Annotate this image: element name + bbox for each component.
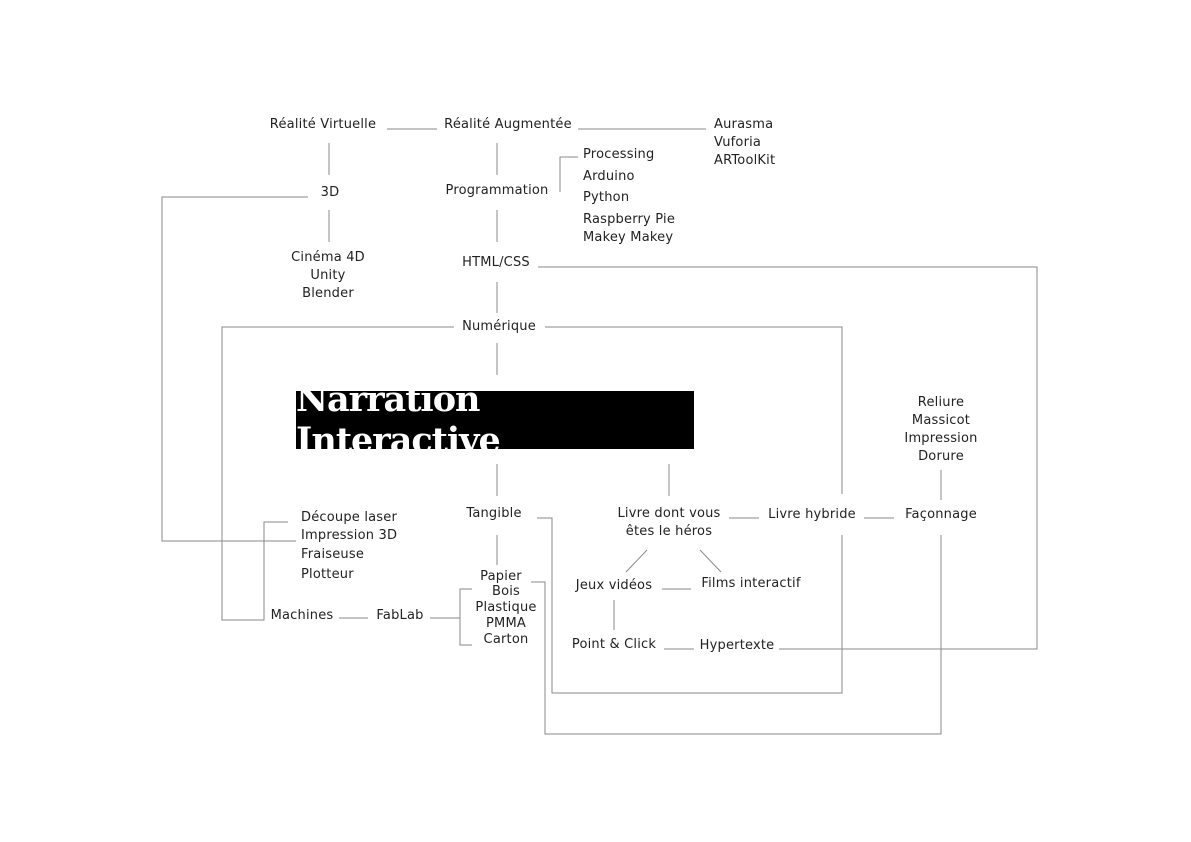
central-title-box: Narration Interactive (296, 379, 694, 461)
node-dorure: Dorure (918, 449, 964, 464)
node-livre-dont-vous-line1: Livre dont vous (617, 506, 721, 521)
node-blender: Blender (302, 286, 354, 301)
node-decoupe-laser: Découpe laser (301, 510, 398, 525)
node-realite-augmentee: Réalité Augmentée (444, 117, 572, 132)
node-vuforia: Vuforia (714, 135, 762, 150)
node-fraiseuse: Fraiseuse (301, 547, 365, 562)
node-realite-virtuelle: Réalité Virtuelle (269, 117, 377, 132)
node-livre-dont-vous: Livre dont vous êtes le héros (617, 505, 720, 541)
central-title: Narration Interactive (296, 379, 501, 461)
node-html-css: HTML/CSS (462, 255, 530, 270)
node-plastique: Plastique (475, 600, 537, 615)
node-carton: Carton (483, 632, 529, 647)
node-3d: 3D (320, 185, 340, 200)
node-makey-makey: Makey Makey (583, 230, 674, 245)
node-hypertexte: Hypertexte (699, 638, 775, 653)
node-ar-tools: Aurasma Vuforia ARToolKit (714, 116, 775, 170)
node-unity: Unity (310, 268, 346, 283)
node-impression: Impression (904, 431, 978, 446)
node-pmma: PMMA (486, 616, 526, 631)
node-arduino: Arduino (583, 168, 635, 184)
node-bois: Bois (491, 584, 521, 599)
node-point-click: Point & Click (571, 637, 657, 652)
node-machines: Machines (270, 608, 334, 623)
node-machine-tools: Découpe laser Impression 3D Fraiseuse Pl… (301, 509, 397, 584)
node-finishing-tools: Reliure Massicot Impression Dorure (904, 394, 977, 466)
node-plotteur: Plotteur (301, 567, 354, 582)
node-tangible: Tangible (466, 506, 522, 521)
node-papier: Papier (480, 569, 522, 584)
node-aurasma: Aurasma (714, 117, 774, 132)
node-artoolkit: ARToolKit (714, 153, 776, 168)
node-cinema-4d: Cinéma 4D (291, 250, 365, 265)
node-raspberry-pie: Raspberry Pie (583, 211, 676, 227)
node-faconnage: Façonnage (905, 507, 977, 522)
node-processing: Processing (583, 147, 655, 162)
node-livre-dont-vous-line2: êtes le héros (625, 524, 713, 539)
node-jeux-videos: Jeux vidéos (575, 578, 653, 593)
node-3d-tools: Cinéma 4D Unity Blender (291, 249, 365, 303)
node-prog-tools: Processing Arduino Python Raspberry Pie … (583, 144, 675, 249)
node-films-interactif: Films interactif (701, 576, 801, 591)
node-livre-hybride: Livre hybride (768, 507, 856, 522)
node-numerique: Numérique (462, 319, 536, 334)
node-python: Python (583, 190, 630, 205)
node-programmation: Programmation (445, 183, 549, 198)
node-impression-3d: Impression 3D (301, 528, 398, 543)
node-fablab: FabLab (376, 608, 424, 623)
node-massicot: Massicot (911, 413, 971, 428)
node-reliure: Reliure (917, 395, 965, 410)
node-materials: Bois Plastique PMMA Carton (475, 584, 536, 648)
